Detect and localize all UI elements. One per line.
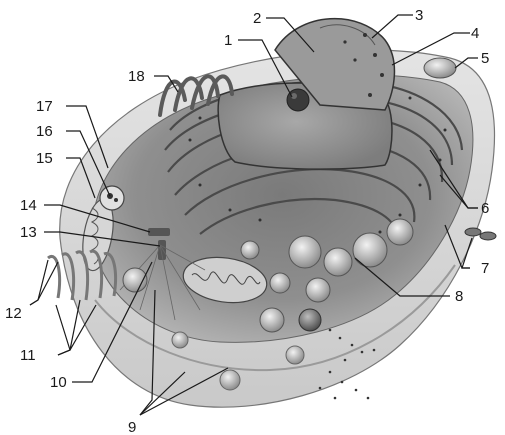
label-14: 14 [20, 197, 37, 214]
label-6: 6 [481, 200, 489, 217]
label-7: 7 [481, 260, 489, 277]
label-12: 12 [5, 305, 22, 322]
label-16: 16 [36, 123, 53, 140]
label-11: 11 [20, 347, 36, 364]
label-4: 4 [471, 25, 479, 42]
label-13: 13 [20, 224, 37, 241]
nucleus [218, 19, 394, 170]
label-1: 1 [224, 32, 232, 49]
label-17: 17 [36, 98, 53, 115]
label-3: 3 [415, 7, 423, 24]
label-10: 10 [50, 374, 67, 391]
label-2: 2 [253, 10, 261, 27]
label-18: 18 [128, 68, 145, 85]
nucleolus [287, 89, 309, 111]
lysosome [100, 186, 124, 210]
label-5: 5 [481, 50, 489, 67]
label-15: 15 [36, 150, 53, 167]
label-9: 9 [128, 419, 136, 435]
label-8: 8 [455, 288, 463, 305]
